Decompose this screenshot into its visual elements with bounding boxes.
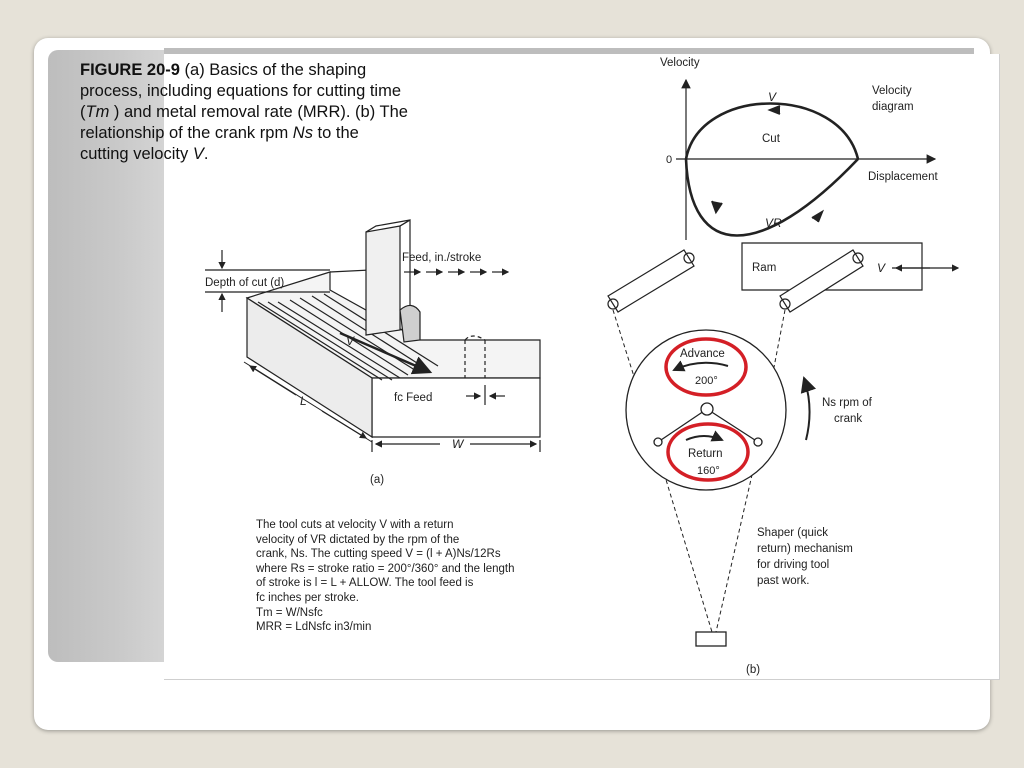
figure-caption: FIGURE 20-9 (a) Basics of the shaping pr…: [80, 60, 410, 165]
shaper-desc-1: Shaper (quick: [757, 527, 828, 539]
velocity-diagram: [676, 78, 937, 240]
ns-rpm-label-1: Ns rpm of: [822, 397, 873, 409]
desc-line-7: Tm = W/Nsfc: [256, 606, 323, 619]
fc-feed-label: fc Feed: [394, 392, 432, 404]
velocity-v-label-b: V: [768, 90, 777, 104]
part-b-sublabel: (b): [746, 664, 760, 676]
length-l-label: L: [300, 394, 307, 408]
ram-mechanism: [607, 242, 960, 633]
desc-line-6: fc inches per stroke.: [256, 591, 359, 604]
zero-label: 0: [666, 154, 672, 166]
caption-text-4: .: [203, 145, 209, 163]
velocity-diagram-label-2: diagram: [872, 101, 914, 113]
velocity-diagram-label-1: Velocity: [872, 85, 912, 97]
depth-of-cut-label: Depth of cut (d): [205, 277, 284, 289]
ram-label: Ram: [752, 262, 776, 274]
return-highlight: [666, 422, 750, 482]
feed-label: Feed, in./stroke: [402, 252, 481, 264]
desc-line-2: velocity of VR dictated by the rpm of th…: [256, 533, 460, 546]
slide-topbar: [164, 48, 974, 54]
shaping-equations-text: The tool cuts at velocity V with a retur…: [256, 518, 566, 635]
part-a-sublabel: (a): [370, 474, 384, 486]
displacement-axis-label: Displacement: [868, 171, 938, 183]
caption-text-2: ) and metal removal rate (MRR). (b) The …: [80, 103, 408, 142]
advance-highlight: [664, 337, 748, 397]
return-label: Return: [688, 448, 723, 460]
desc-line-5: of stroke is l = L + ALLOW. The tool fee…: [256, 577, 474, 590]
caption-ns: Ns: [292, 124, 313, 142]
shaping-workpiece-drawing: [205, 218, 541, 452]
slide-sidebar: [48, 50, 164, 662]
return-degrees: 160°: [697, 465, 720, 477]
advance-label: Advance: [680, 348, 725, 360]
caption-v: V: [192, 145, 204, 163]
shaper-desc-4: past work.: [757, 575, 809, 587]
vr-label: VR: [765, 216, 782, 230]
shaper-desc-3: for driving tool: [757, 559, 829, 571]
crank-disc: [625, 329, 817, 647]
cut-label: Cut: [762, 133, 781, 145]
velocity-axis-label: Velocity: [660, 57, 700, 69]
ns-rpm-label-2: crank: [834, 413, 862, 425]
desc-line-1: The tool cuts at velocity V with a retur…: [256, 519, 454, 531]
velocity-v-label-a: V: [346, 334, 355, 348]
caption-label: FIGURE 20-9: [80, 61, 180, 79]
caption-text-3: to the cutting velocity: [80, 124, 359, 163]
caption-text-1: (a) Basics of the shaping process, inclu…: [80, 61, 402, 121]
desc-line-8: MRR = LdNsfc in3/min: [256, 621, 372, 634]
shaper-desc-2: return) mechanism: [757, 543, 853, 555]
desc-line-3: crank, Ns. The cutting speed V = (l + A)…: [256, 548, 501, 561]
desc-line-4: where Rs = stroke ratio = 200°/360° and …: [256, 562, 515, 575]
caption-tm: Tm: [85, 103, 110, 121]
ram-v-label: V: [877, 261, 886, 275]
width-w-label: W: [452, 437, 465, 451]
advance-degrees: 200°: [695, 375, 718, 387]
